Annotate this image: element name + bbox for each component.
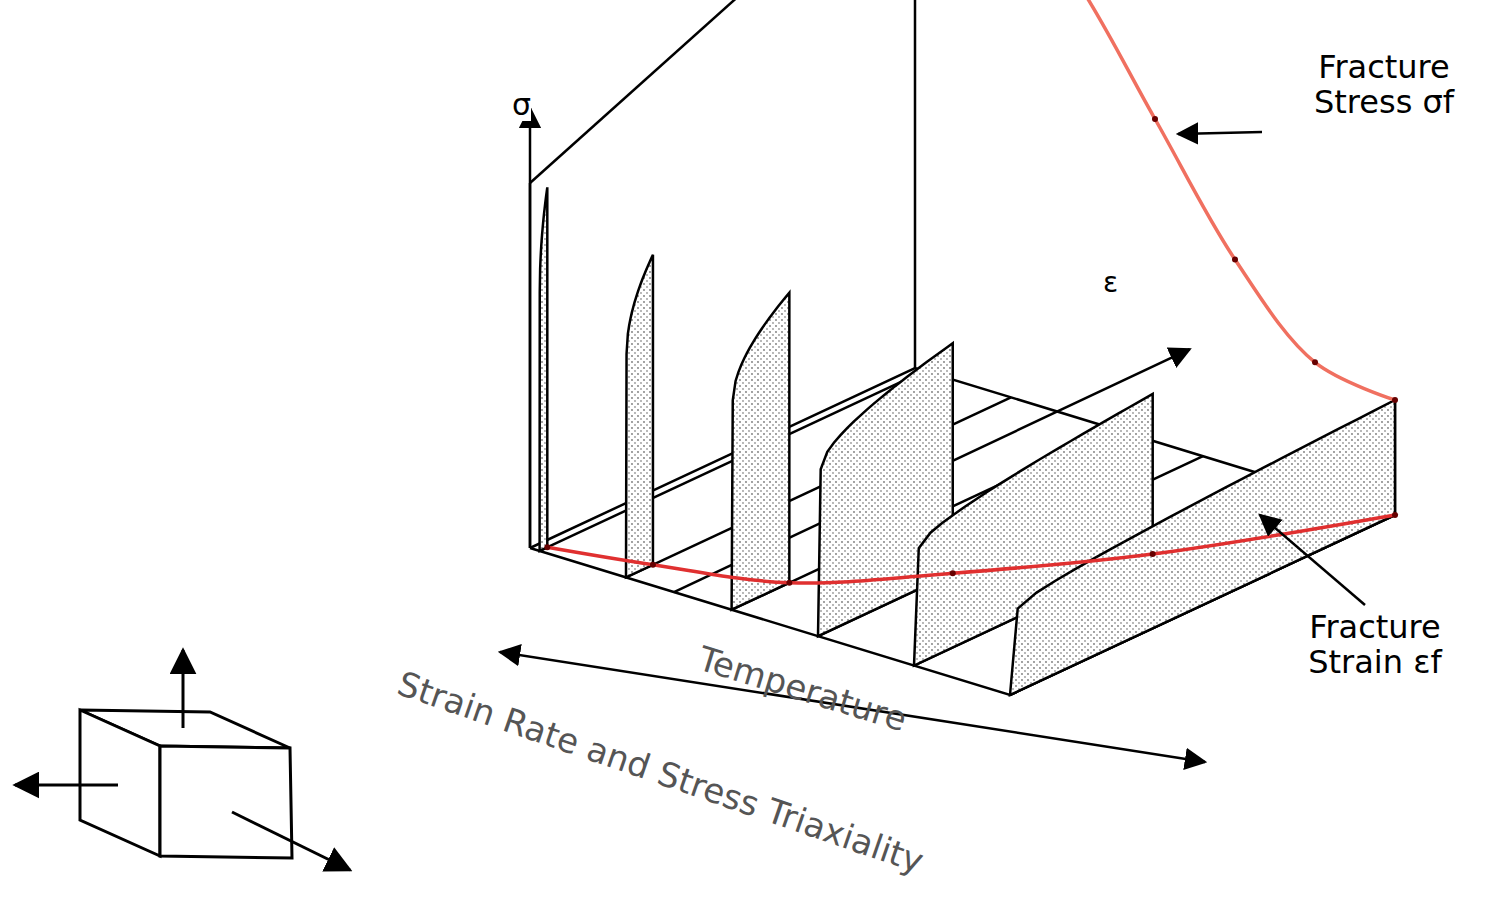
curve-label: Fracture Strain εf bbox=[1270, 610, 1480, 680]
leader-line bbox=[1260, 515, 1365, 605]
stress-strain-slices bbox=[540, 187, 1395, 695]
stress-state-cube bbox=[15, 650, 350, 870]
leader-line bbox=[1178, 132, 1262, 134]
axis-symbol: σ bbox=[512, 88, 531, 121]
axis-symbol: ε bbox=[1103, 268, 1118, 299]
curve-label: Fracture Stress σf bbox=[1284, 50, 1484, 120]
axes-box bbox=[500, 0, 1395, 835]
fracture-strain-curve bbox=[547, 515, 1395, 583]
